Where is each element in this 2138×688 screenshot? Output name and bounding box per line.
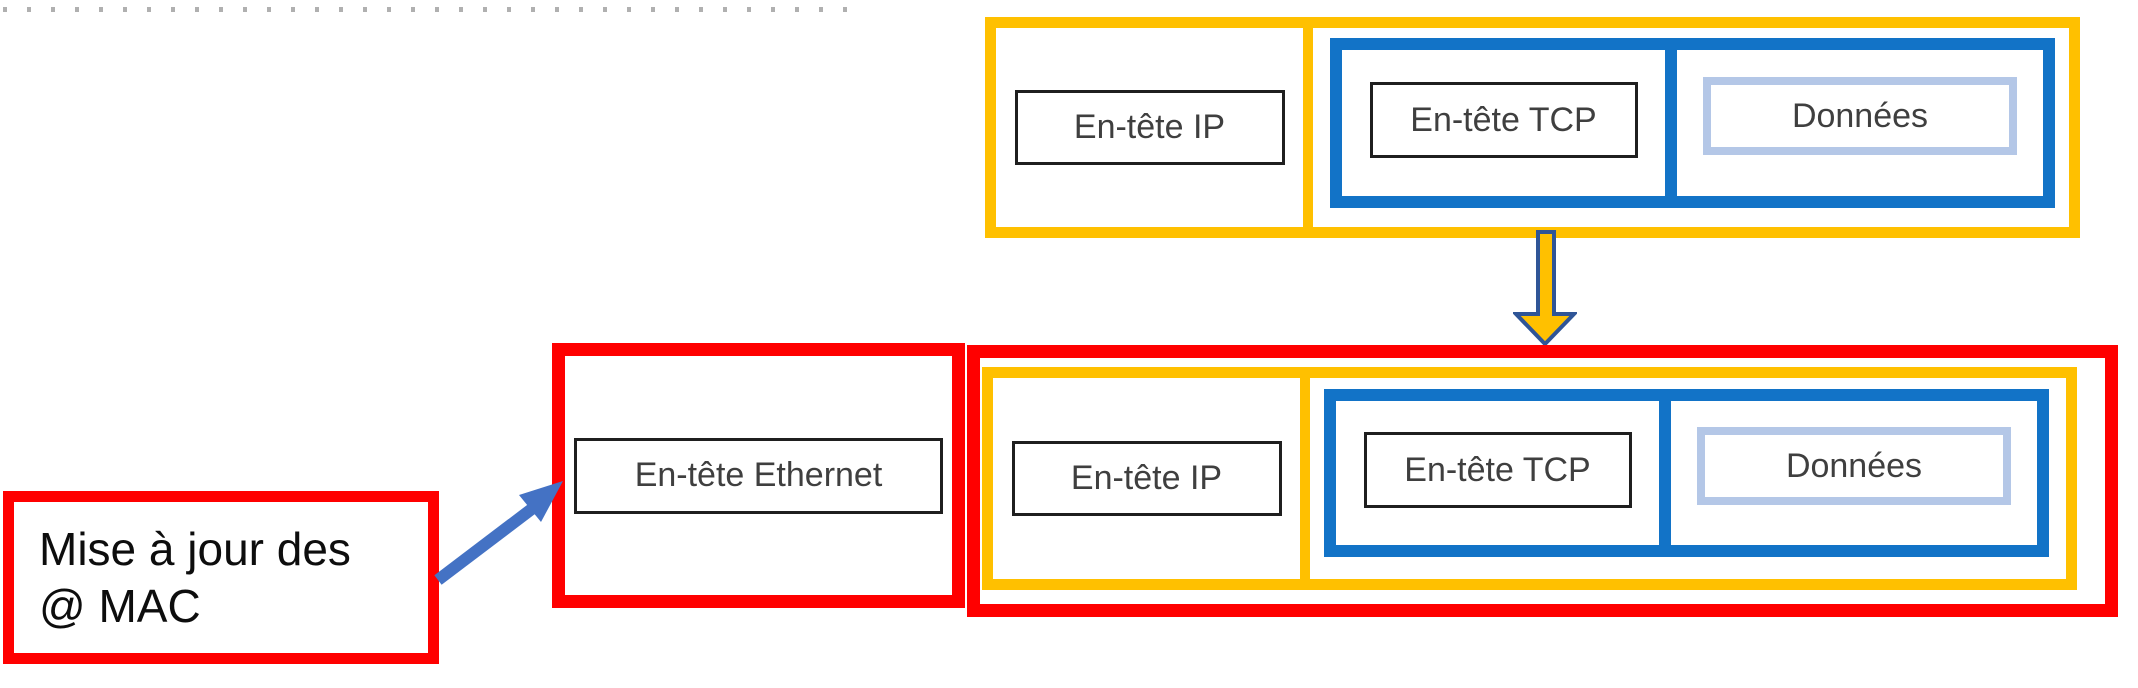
ip-payload-section-top: En-tête TCP Données [1313, 28, 2069, 227]
data-box-bottom: Données [1697, 427, 2011, 505]
yellow-divider-bottom [1300, 378, 1310, 579]
tcp-header-section-top: En-tête TCP [1342, 50, 1665, 196]
ip-payload-section-bottom: En-tête TCP Données [1310, 378, 2066, 579]
mac-update-arrow-icon [434, 481, 563, 585]
mac-update-note-line2: @ MAC [39, 579, 201, 632]
blue-divider-top [1665, 50, 1677, 196]
encapsulation-down-arrow-icon [1513, 230, 1577, 347]
tcp-header-label-bottom: En-tête TCP [1404, 450, 1591, 489]
ethernet-payload-container: En-tête IP En-tête TCP Données [967, 345, 2118, 617]
dotted-separator-line [3, 7, 855, 12]
data-section-bottom: Données [1671, 401, 2037, 545]
ip-header-section-bottom: En-tête IP [993, 378, 1300, 579]
yellow-divider-top [1303, 28, 1313, 227]
tcp-segment-box-bottom: En-tête TCP Données [1324, 389, 2049, 557]
mac-update-note: Mise à jour des @ MAC [3, 491, 439, 664]
tcp-segment-box-top: En-tête TCP Données [1330, 38, 2055, 208]
tcp-header-label-top: En-tête TCP [1410, 100, 1597, 139]
blue-divider-bottom [1659, 401, 1671, 545]
ethernet-header-box: En-tête Ethernet [574, 437, 943, 514]
data-label-top: Données [1791, 96, 1929, 135]
data-section-top: Données [1677, 50, 2043, 196]
ip-header-box-top: En-tête IP [1014, 90, 1285, 165]
ip-header-label-bottom: En-tête IP [1070, 459, 1223, 497]
ip-header-box-bottom: En-tête IP [1011, 441, 1282, 516]
tcp-header-box-bottom: En-tête TCP [1363, 432, 1632, 508]
tcp-header-box-top: En-tête TCP [1369, 82, 1638, 158]
ip-header-label-top: En-tête IP [1073, 108, 1226, 146]
ethernet-header-container: En-tête Ethernet [552, 343, 965, 608]
ip-packet-top: En-tête IP En-tête TCP Données [985, 17, 2080, 238]
data-box-top: Données [1703, 77, 2017, 155]
mac-update-note-line1: Mise à jour des [39, 523, 351, 576]
ethernet-header-label: En-tête Ethernet [634, 456, 883, 494]
tcp-header-section-bottom: En-tête TCP [1336, 401, 1659, 545]
ip-packet-bottom: En-tête IP En-tête TCP Données [982, 367, 2077, 590]
data-label-bottom: Données [1785, 446, 1923, 485]
ip-header-section-top: En-tête IP [996, 28, 1303, 227]
